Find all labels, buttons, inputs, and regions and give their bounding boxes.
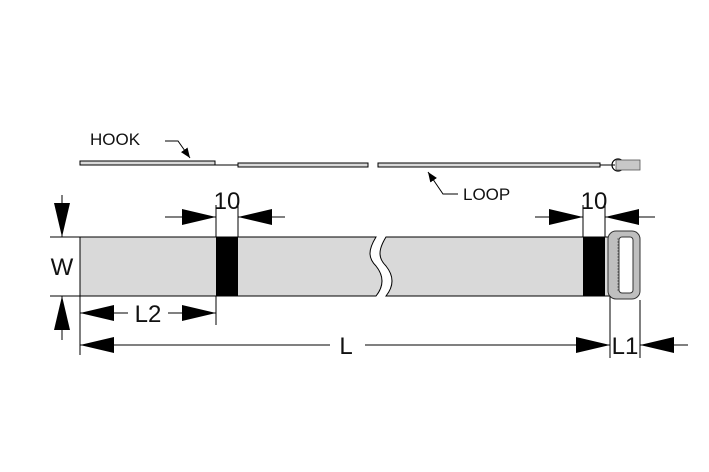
l-label: L (339, 333, 352, 360)
l1-label: L1 (612, 333, 639, 360)
hook-side-segment (79, 160, 216, 166)
l-dimension: L (80, 296, 641, 360)
strap-side-segment-left (237, 162, 369, 168)
hook-label: HOOK (90, 130, 141, 149)
buckle-side-body (615, 159, 641, 171)
loop-label: LOOP (463, 185, 510, 204)
right-band-label: 10 (581, 188, 608, 215)
l1-dimension: L1 (612, 333, 688, 360)
width-label: W (51, 254, 74, 281)
hook-leader (165, 140, 191, 159)
left-band-label: 10 (214, 188, 241, 215)
right-band (583, 237, 605, 296)
side-view: HOOK LOOP (79, 130, 641, 204)
left-band-dimension: 10 (165, 188, 285, 237)
strap-side-segment-right (377, 162, 601, 168)
strap-body-right (379, 236, 611, 297)
buckle-slot (618, 236, 634, 294)
right-band-dimension: 10 (535, 188, 655, 237)
l2-label: L2 (135, 301, 162, 328)
top-view (79, 230, 641, 300)
loop-leader (427, 171, 458, 195)
left-band (216, 237, 238, 296)
width-dimension: W (50, 195, 80, 340)
l2-dimension: L2 (79, 296, 217, 355)
